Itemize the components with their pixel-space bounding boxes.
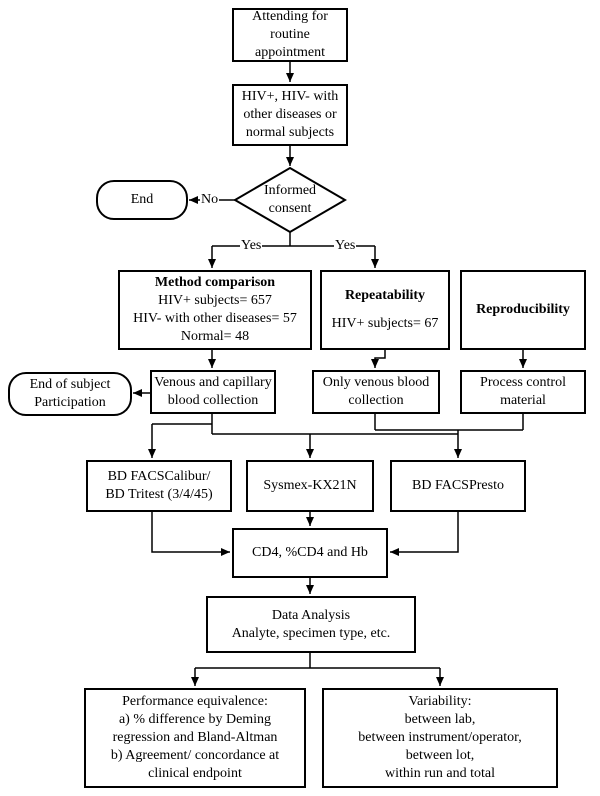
variability-line-4: between lot, [405, 748, 475, 763]
repeatability-line-1: HIV+ subjects= 67 [331, 316, 439, 331]
facscalibur-box: BD FACSCalibur/ BD Tritest (3/4/45) [86, 460, 232, 512]
method-comparison-title: Method comparison [154, 275, 276, 290]
end-label: End [130, 192, 154, 207]
facspresto-label: BD FACSPresto [412, 478, 504, 493]
subjects-line-3: normal subjects [245, 125, 335, 140]
sysmex-box: Sysmex-KX21N [246, 460, 374, 512]
sysmex-label: Sysmex-KX21N [263, 478, 357, 493]
performance-line-2: a) % difference by Deming [118, 712, 272, 727]
cd4-label: CD4, %CD4 and Hb [252, 545, 368, 560]
facscalibur-line-2: BD Tritest (3/4/45) [105, 487, 213, 502]
venous-capillary-line-2: blood collection [167, 393, 259, 408]
consent-label: Informed consent [240, 182, 340, 218]
venous-only-box: Only venous blood collection [312, 370, 440, 414]
start-box: Attending for routine appointment [232, 8, 348, 62]
method-comparison-line-2: HIV- with other diseases= 57 [133, 311, 297, 326]
variability-line-1: Variability: [408, 694, 472, 709]
end-participation-line-2: Participation [34, 395, 106, 410]
method-comparison-line-1: HIV+ subjects= 657 [158, 293, 272, 308]
performance-line-5: clinical endpoint [148, 766, 242, 781]
subjects-box: HIV+, HIV- with other diseases or normal… [232, 84, 348, 146]
performance-line-3: regression and Bland-Altman [112, 730, 278, 745]
data-analysis-line-2: Analyte, specimen type, etc. [231, 625, 391, 641]
method-comparison-box: Method comparison HIV+ subjects= 657 HIV… [118, 270, 312, 350]
variability-line-2: between lab, [404, 712, 476, 727]
end-box: End [96, 180, 188, 220]
venous-only-line-1: Only venous blood [322, 375, 430, 390]
consent-decision-diamond [233, 166, 347, 234]
edge-label-yes-right: Yes [334, 238, 357, 254]
performance-equivalence-box: Performance equivalence: a) % difference… [84, 688, 306, 788]
process-control-line-2: material [500, 393, 546, 408]
repeatability-title: Repeatability [344, 288, 426, 303]
variability-box: Variability: between lab, between instru… [322, 688, 558, 788]
venous-capillary-line-1: Venous and capillary [154, 375, 272, 390]
end-of-participation-box: End of subject Participation [8, 372, 132, 416]
repeatability-box: Repeatability HIV+ subjects= 67 [320, 270, 450, 350]
performance-line-1: Performance equivalence: [122, 694, 268, 709]
arrow-facspresto-to-cd4 [390, 512, 459, 556]
edge-label-no: No [200, 192, 220, 208]
variability-line-5: within run and total [384, 766, 496, 781]
facscalibur-line-1: BD FACSCalibur/ [107, 469, 211, 484]
start-line-2: appointment [255, 45, 325, 60]
method-comparison-line-3: Normal= 48 [180, 329, 250, 344]
venous-capillary-box: Venous and capillary blood collection [150, 370, 276, 414]
consent-line-2: consent [268, 201, 312, 216]
facspresto-box: BD FACSPresto [390, 460, 526, 512]
variability-line-3: between instrument/operator, [358, 730, 522, 745]
performance-line-4: b) Agreement/ concordance at [110, 748, 280, 763]
arrow-facscalibur-to-cd4 [151, 512, 230, 556]
process-control-line-1: Process control [480, 375, 566, 390]
data-analysis-box: Data Analysis Analyte, specimen type, et… [206, 596, 416, 653]
start-line-1: Attending for routine [252, 9, 328, 42]
arrow-repeatability-to-venous-only [371, 350, 386, 368]
reproducibility-box: Reproducibility [460, 270, 586, 350]
venous-only-line-2: collection [348, 393, 404, 408]
subjects-line-1: HIV+, HIV- with [241, 89, 339, 104]
subjects-line-2: other diseases or [243, 107, 337, 122]
consent-line-1: Informed [263, 183, 317, 198]
data-analysis-line-1: Data Analysis [271, 607, 351, 623]
process-control-box: Process control material [460, 370, 586, 414]
cd4-box: CD4, %CD4 and Hb [232, 528, 388, 578]
reproducibility-title: Reproducibility [476, 302, 570, 317]
end-participation-line-1: End of subject [29, 377, 111, 392]
edge-label-yes-left: Yes [240, 238, 263, 254]
